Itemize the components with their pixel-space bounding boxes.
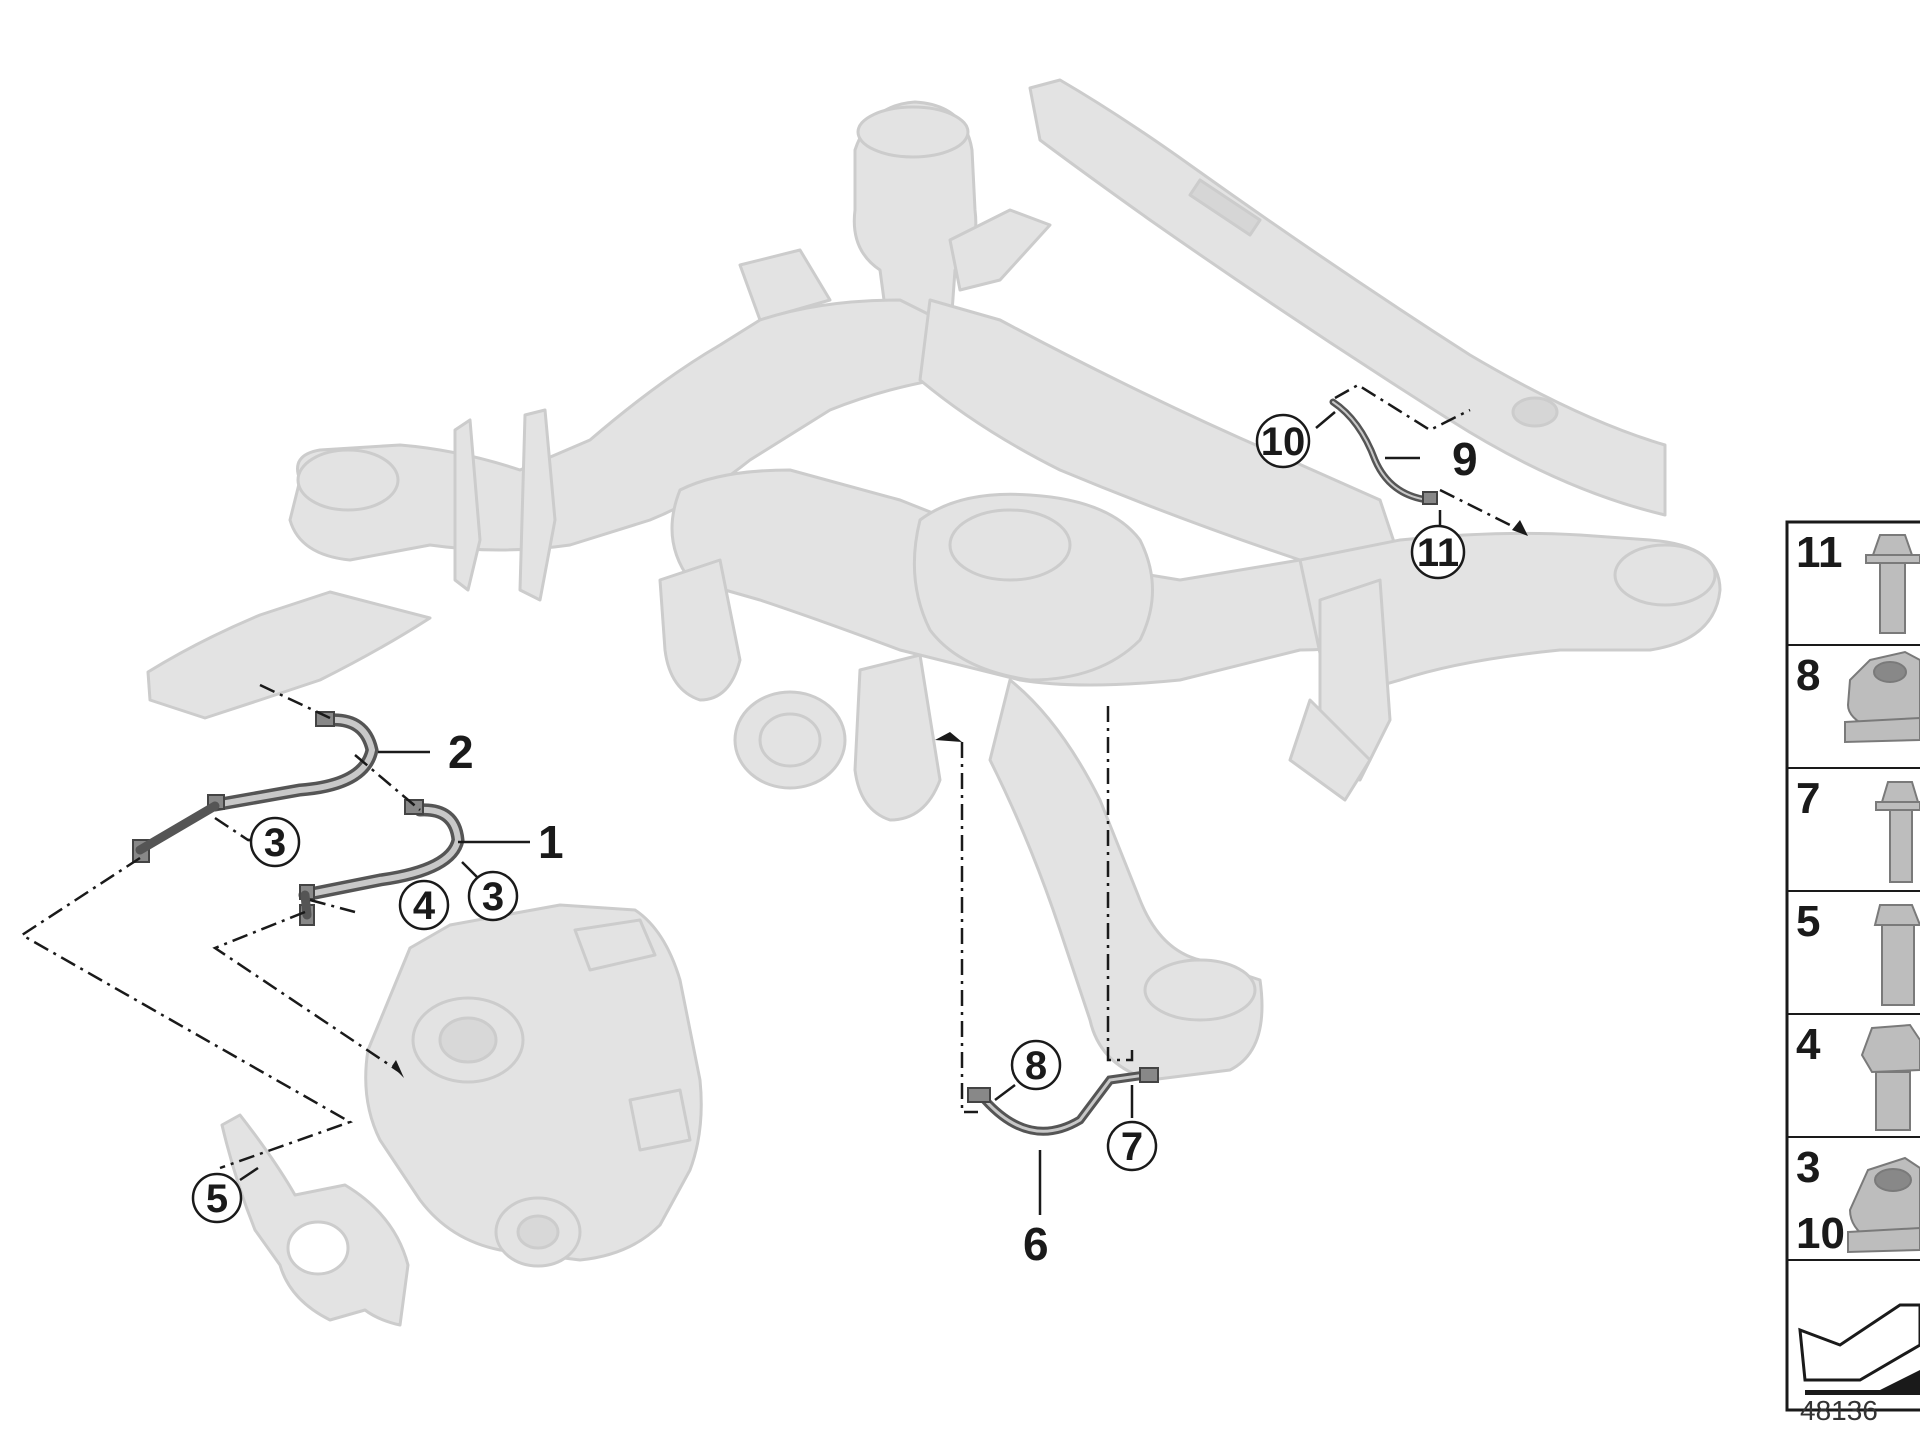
ground-strap-9 — [1329, 398, 1438, 505]
diagram-id: 48136 — [1800, 1395, 1878, 1426]
flange-bolt-icon — [1865, 534, 1920, 634]
hose-3-lower — [135, 801, 220, 855]
legend-label-3: 3 — [1796, 1143, 1820, 1192]
hex-bolt-icon — [1860, 1023, 1920, 1131]
callout-3b-label: 3 — [482, 875, 504, 919]
hex-nut-icon — [1847, 1156, 1920, 1254]
callout-8: 8 — [1010, 1039, 1062, 1091]
label-6: 6 — [1023, 1218, 1049, 1270]
leader-lines — [239, 411, 1442, 1215]
heat-shield — [1028, 78, 1667, 517]
callout-11: 11 — [1410, 524, 1466, 580]
flange-bolt-icon — [1875, 781, 1920, 883]
ground-strap-6 — [967, 1067, 1159, 1136]
hose-4-lower — [300, 890, 312, 920]
hose-2 — [208, 713, 379, 812]
legend-label-10: 10 — [1796, 1209, 1845, 1258]
callout-8-label: 8 — [1025, 1044, 1047, 1088]
hose-1 — [298, 803, 465, 902]
label-9: 9 — [1452, 433, 1478, 485]
small-shield — [146, 590, 432, 720]
callout-5: 5 — [191, 1172, 243, 1224]
hex-bolt-icon — [1873, 904, 1920, 1006]
callout-10: 10 — [1255, 413, 1311, 469]
flange-nut-icon — [1844, 650, 1920, 744]
legend-label-5: 5 — [1796, 897, 1820, 946]
mount-bracket — [220, 1113, 410, 1327]
rear-subframe — [288, 100, 1722, 1082]
callout-7-label: 7 — [1121, 1125, 1143, 1169]
legend-label-4: 4 — [1796, 1020, 1821, 1069]
legend-label-8: 8 — [1796, 651, 1820, 700]
callout-11-label: 11 — [1417, 531, 1459, 575]
callout-4: 4 — [398, 879, 450, 931]
label-1: 1 — [538, 816, 564, 868]
guide-arrowheads — [392, 520, 1528, 1078]
legend-panel: 11 8 7 5 4 — [1785, 520, 1920, 1412]
legend-label-11: 11 — [1796, 528, 1843, 577]
callout-3b: 3 — [467, 870, 519, 922]
callout-3a-label: 3 — [264, 821, 286, 865]
label-2: 2 — [448, 726, 474, 778]
guide-lines — [19, 383, 1521, 1170]
callout-7: 7 — [1106, 1120, 1158, 1172]
direction-arrow-icon — [1798, 1303, 1920, 1395]
callout-10-label: 10 — [1261, 420, 1306, 464]
callout-4-label: 4 — [413, 884, 436, 928]
legend-label-7: 7 — [1796, 774, 1820, 823]
callout-3a: 3 — [249, 816, 301, 868]
transfer-case — [364, 903, 703, 1268]
callout-5-label: 5 — [206, 1177, 228, 1221]
